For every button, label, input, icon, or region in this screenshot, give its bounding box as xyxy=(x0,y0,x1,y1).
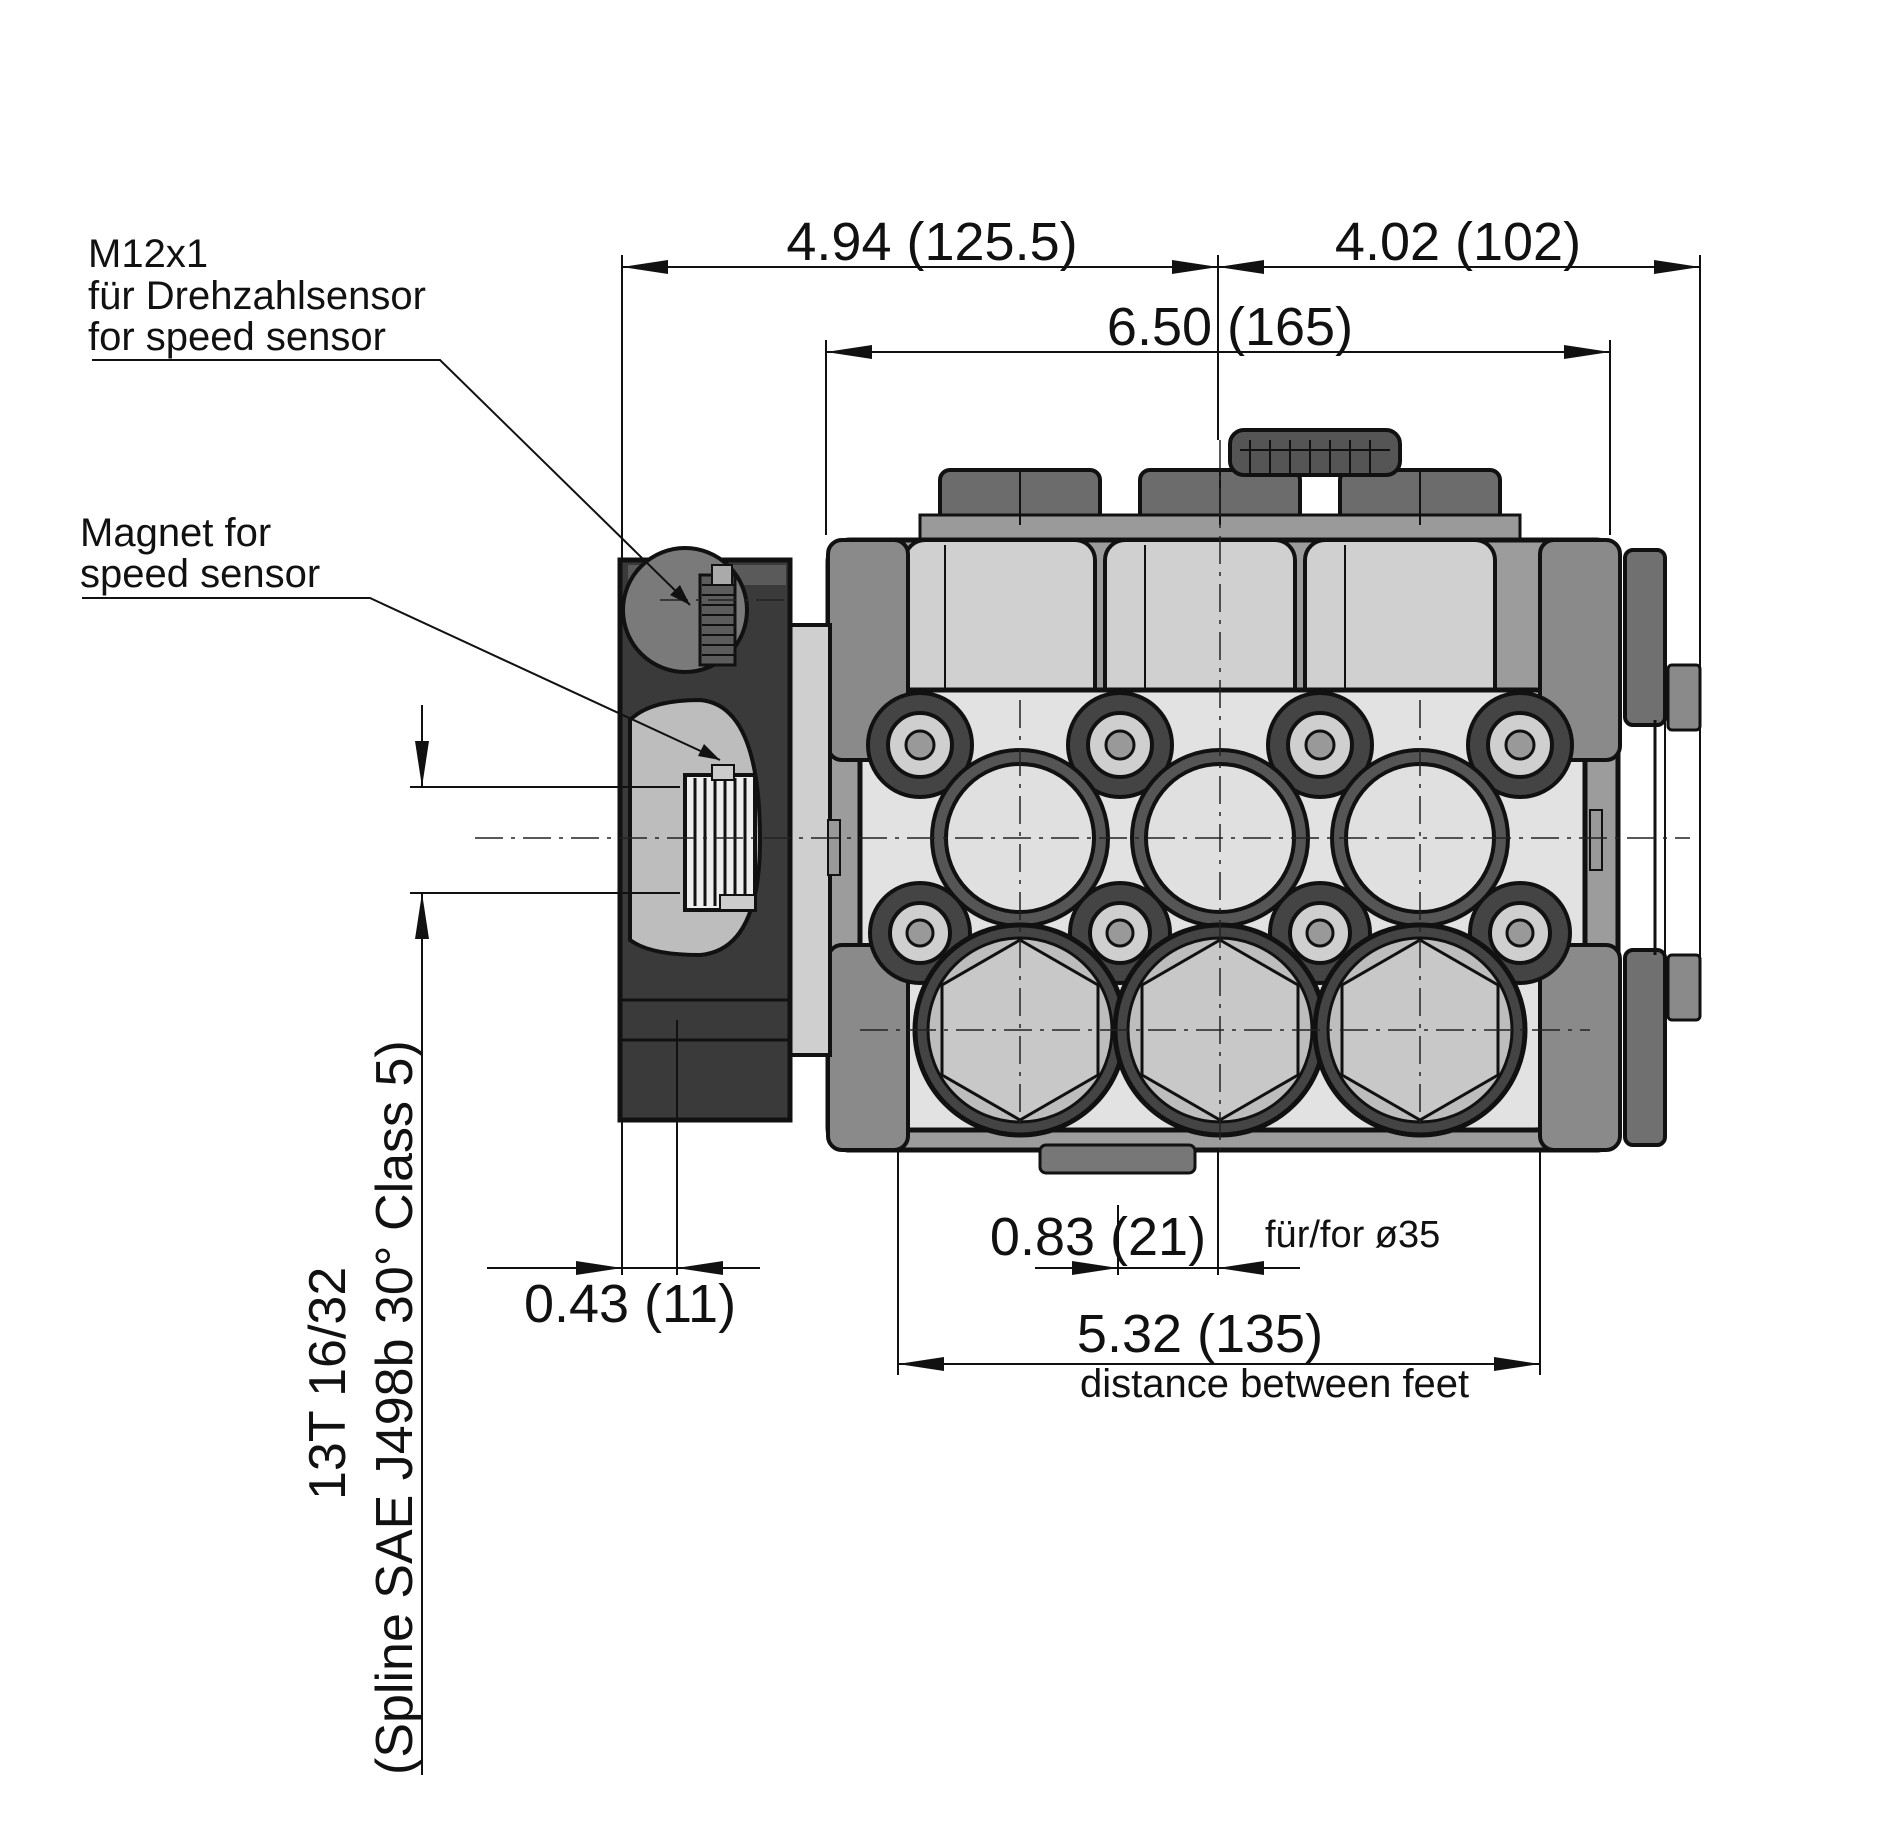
m12-label-line1: M12x1 xyxy=(88,232,208,276)
center-lines xyxy=(475,440,1690,1150)
magnet-label-line1: Magnet for xyxy=(80,511,271,555)
sensor-housing xyxy=(617,546,793,1123)
dim-port-note: für/for ø35 xyxy=(1265,1214,1440,1256)
annotation-labels: M12x1 für Drehzahlsensor for speed senso… xyxy=(80,212,1581,1775)
pump-body xyxy=(617,428,1702,1175)
dim-top-right: 4.02 (102) xyxy=(1335,212,1581,272)
dim-feet-note: distance between feet xyxy=(1080,1362,1469,1406)
dimension-lines xyxy=(410,255,1701,1775)
flange-adapter xyxy=(788,623,1603,1057)
magnet-label-line2: speed sensor xyxy=(80,552,320,596)
dim-port-offset: 0.83 (21) xyxy=(990,1207,1206,1267)
m12-label-line3: for speed sensor xyxy=(88,315,386,359)
right-side-bolts xyxy=(1623,548,1702,1147)
dim-top-left: 4.94 (125.5) xyxy=(786,212,1077,272)
leader-lines xyxy=(82,359,721,761)
dim-feet-distance: 5.32 (135) xyxy=(1077,1304,1323,1364)
spline-label-line2: (Spline SAE J498b 30° Class 5) xyxy=(366,1040,424,1775)
dim-overall-width: 6.50 (165) xyxy=(1107,297,1353,357)
m12-label-line2: für Drehzahlsensor xyxy=(88,274,426,318)
dim-flange-offset: 0.43 (11) xyxy=(524,1274,736,1334)
spline-label-line1: 13T 16/32 xyxy=(299,1267,357,1500)
